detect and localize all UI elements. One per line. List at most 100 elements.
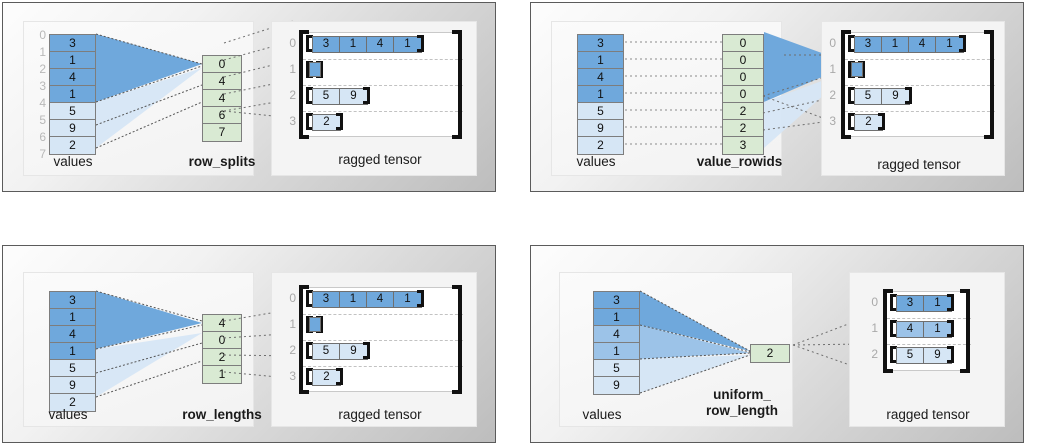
ragged-cell: 9 [340,89,367,104]
panel-uniform-row-length: 3 1 4 1 5 9 2 values uniform_ row_length [530,245,1024,443]
value-cell: 2 [50,137,95,154]
panel3-values-column: 3 1 4 1 5 9 2 [49,291,96,412]
ragged-row: 5 9 [896,347,952,364]
encoding-caption-line2: row_length [705,403,778,418]
ragged-cell: 1 [882,37,909,52]
value-index-label: 1 [39,45,46,59]
ragged-cell: 2 [855,115,882,130]
value-cell: 4 [594,326,639,343]
ragged-row-label: 1 [829,62,836,76]
value-cell: 1 [594,309,639,326]
value-cell: 5 [578,103,623,120]
value-cell: 3 [50,292,95,309]
ragged-cell: 9 [882,89,909,104]
ragged-row: 5 9 [312,88,368,105]
panel1-row-splits-column: 0 4 4 6 7 [202,55,242,142]
ragged-row-label: 1 [871,321,878,335]
ragged-cell: 3 [313,292,340,307]
ragged-row-label: 2 [289,343,296,357]
ragged-row-label: 3 [289,114,296,128]
value-index-label: 6 [39,130,46,144]
panel-value-rowids: 3 1 4 1 5 9 2 0 0 0 0 [530,2,1024,192]
encoding-cell: 0 [203,332,241,349]
ragged-cell: 2 [313,370,340,385]
ragged-cell: 1 [924,296,951,311]
encoding-cell: 0 [203,56,241,73]
value-cell: 1 [50,343,95,360]
value-cell: 2 [50,394,95,411]
encoding-cell: 2 [203,349,241,366]
value-cell: 1 [50,309,95,326]
ragged-cell: 9 [340,344,367,359]
value-cell: 2 [578,137,623,154]
value-index-label: 7 [39,147,46,161]
value-cell: 1 [50,52,95,69]
ragged-row: 3 1 4 1 [312,291,422,308]
encoding-cell: 2 [723,103,763,120]
ragged-cell: 1 [394,292,421,307]
encoding-cell: 0 [723,69,763,86]
panel2-values-column: 3 1 4 1 5 9 2 [577,34,624,155]
encoding-cell: 4 [203,73,241,90]
panel-row-lengths: 3 1 4 1 5 9 2 4 0 2 1 values row_lengths [2,245,496,443]
encoding-cell: 0 [723,35,763,52]
ragged-cell: 1 [340,37,367,52]
value-cell: 4 [50,69,95,86]
ragged-row-label: 2 [871,347,878,361]
panel3-source-box: 3 1 4 1 5 9 2 4 0 2 1 values row_lengths [23,272,262,427]
value-cell: 1 [594,343,639,360]
ragged-row-label: 0 [289,36,296,50]
panel4-ragged-box: 0 3 1 1 4 1 2 5 9 ragged tensor [849,272,1005,427]
value-index-label: 5 [39,113,46,127]
ragged-row: 5 9 [312,343,368,360]
value-cell: 1 [578,86,623,103]
ragged-cell: 5 [897,348,924,363]
ragged-row: 3 1 [896,295,952,312]
values-caption: values [53,154,93,169]
panel1-ragged-box: 0 3 1 4 1 1 2 5 9 [271,21,477,176]
ragged-cell: 5 [313,344,340,359]
value-cell: 3 [578,35,623,52]
encoding-caption: row_lengths [182,407,262,422]
ragged-cell: 4 [367,292,394,307]
ragged-cell: 4 [367,37,394,52]
ragged-row-label: 1 [289,317,296,331]
ragged-caption: ragged tensor [877,157,961,172]
value-index-label: 3 [39,79,46,93]
value-index-label: 4 [39,96,46,110]
ragged-row-label: 0 [829,36,836,50]
ragged-cell: 5 [855,89,882,104]
values-caption: values [576,154,616,169]
ragged-cell: 1 [936,37,963,52]
encoding-caption-line1: uniform_ [713,387,771,402]
value-cell: 1 [578,52,623,69]
value-cell: 5 [50,360,95,377]
panel4-uniform-row-length-column: 2 [750,344,790,363]
encoding-cell: 4 [203,90,241,107]
ragged-cell: 1 [340,292,367,307]
ragged-caption: ragged tensor [338,152,422,167]
value-cell: 3 [50,35,95,52]
ragged-cell: 3 [855,37,882,52]
ragged-row-label: 0 [289,291,296,305]
ragged-cell: 3 [897,296,924,311]
encoding-caption: row_splits [188,154,256,169]
ragged-row-label: 2 [289,88,296,102]
encoding-cell: 6 [203,107,241,124]
ragged-cell: 3 [313,37,340,52]
value-cell: 9 [578,120,623,137]
ragged-cell: 4 [897,322,924,337]
encoding-cell: 0 [723,86,763,103]
panel3-row-lengths-column: 4 0 2 1 [202,314,242,384]
panel1-source-box: 0 1 2 3 4 5 6 7 3 1 4 1 5 9 2 0 [23,21,255,176]
value-cell: 9 [50,120,95,137]
ragged-caption: ragged tensor [338,407,422,422]
encoding-cell: 7 [203,124,241,141]
value-cell: 5 [594,360,639,377]
ragged-row-label: 3 [289,369,296,383]
ragged-row-label: 3 [829,114,836,128]
values-caption: values [48,407,88,422]
ragged-cell: 4 [909,37,936,52]
ragged-row: 2 [854,114,883,131]
